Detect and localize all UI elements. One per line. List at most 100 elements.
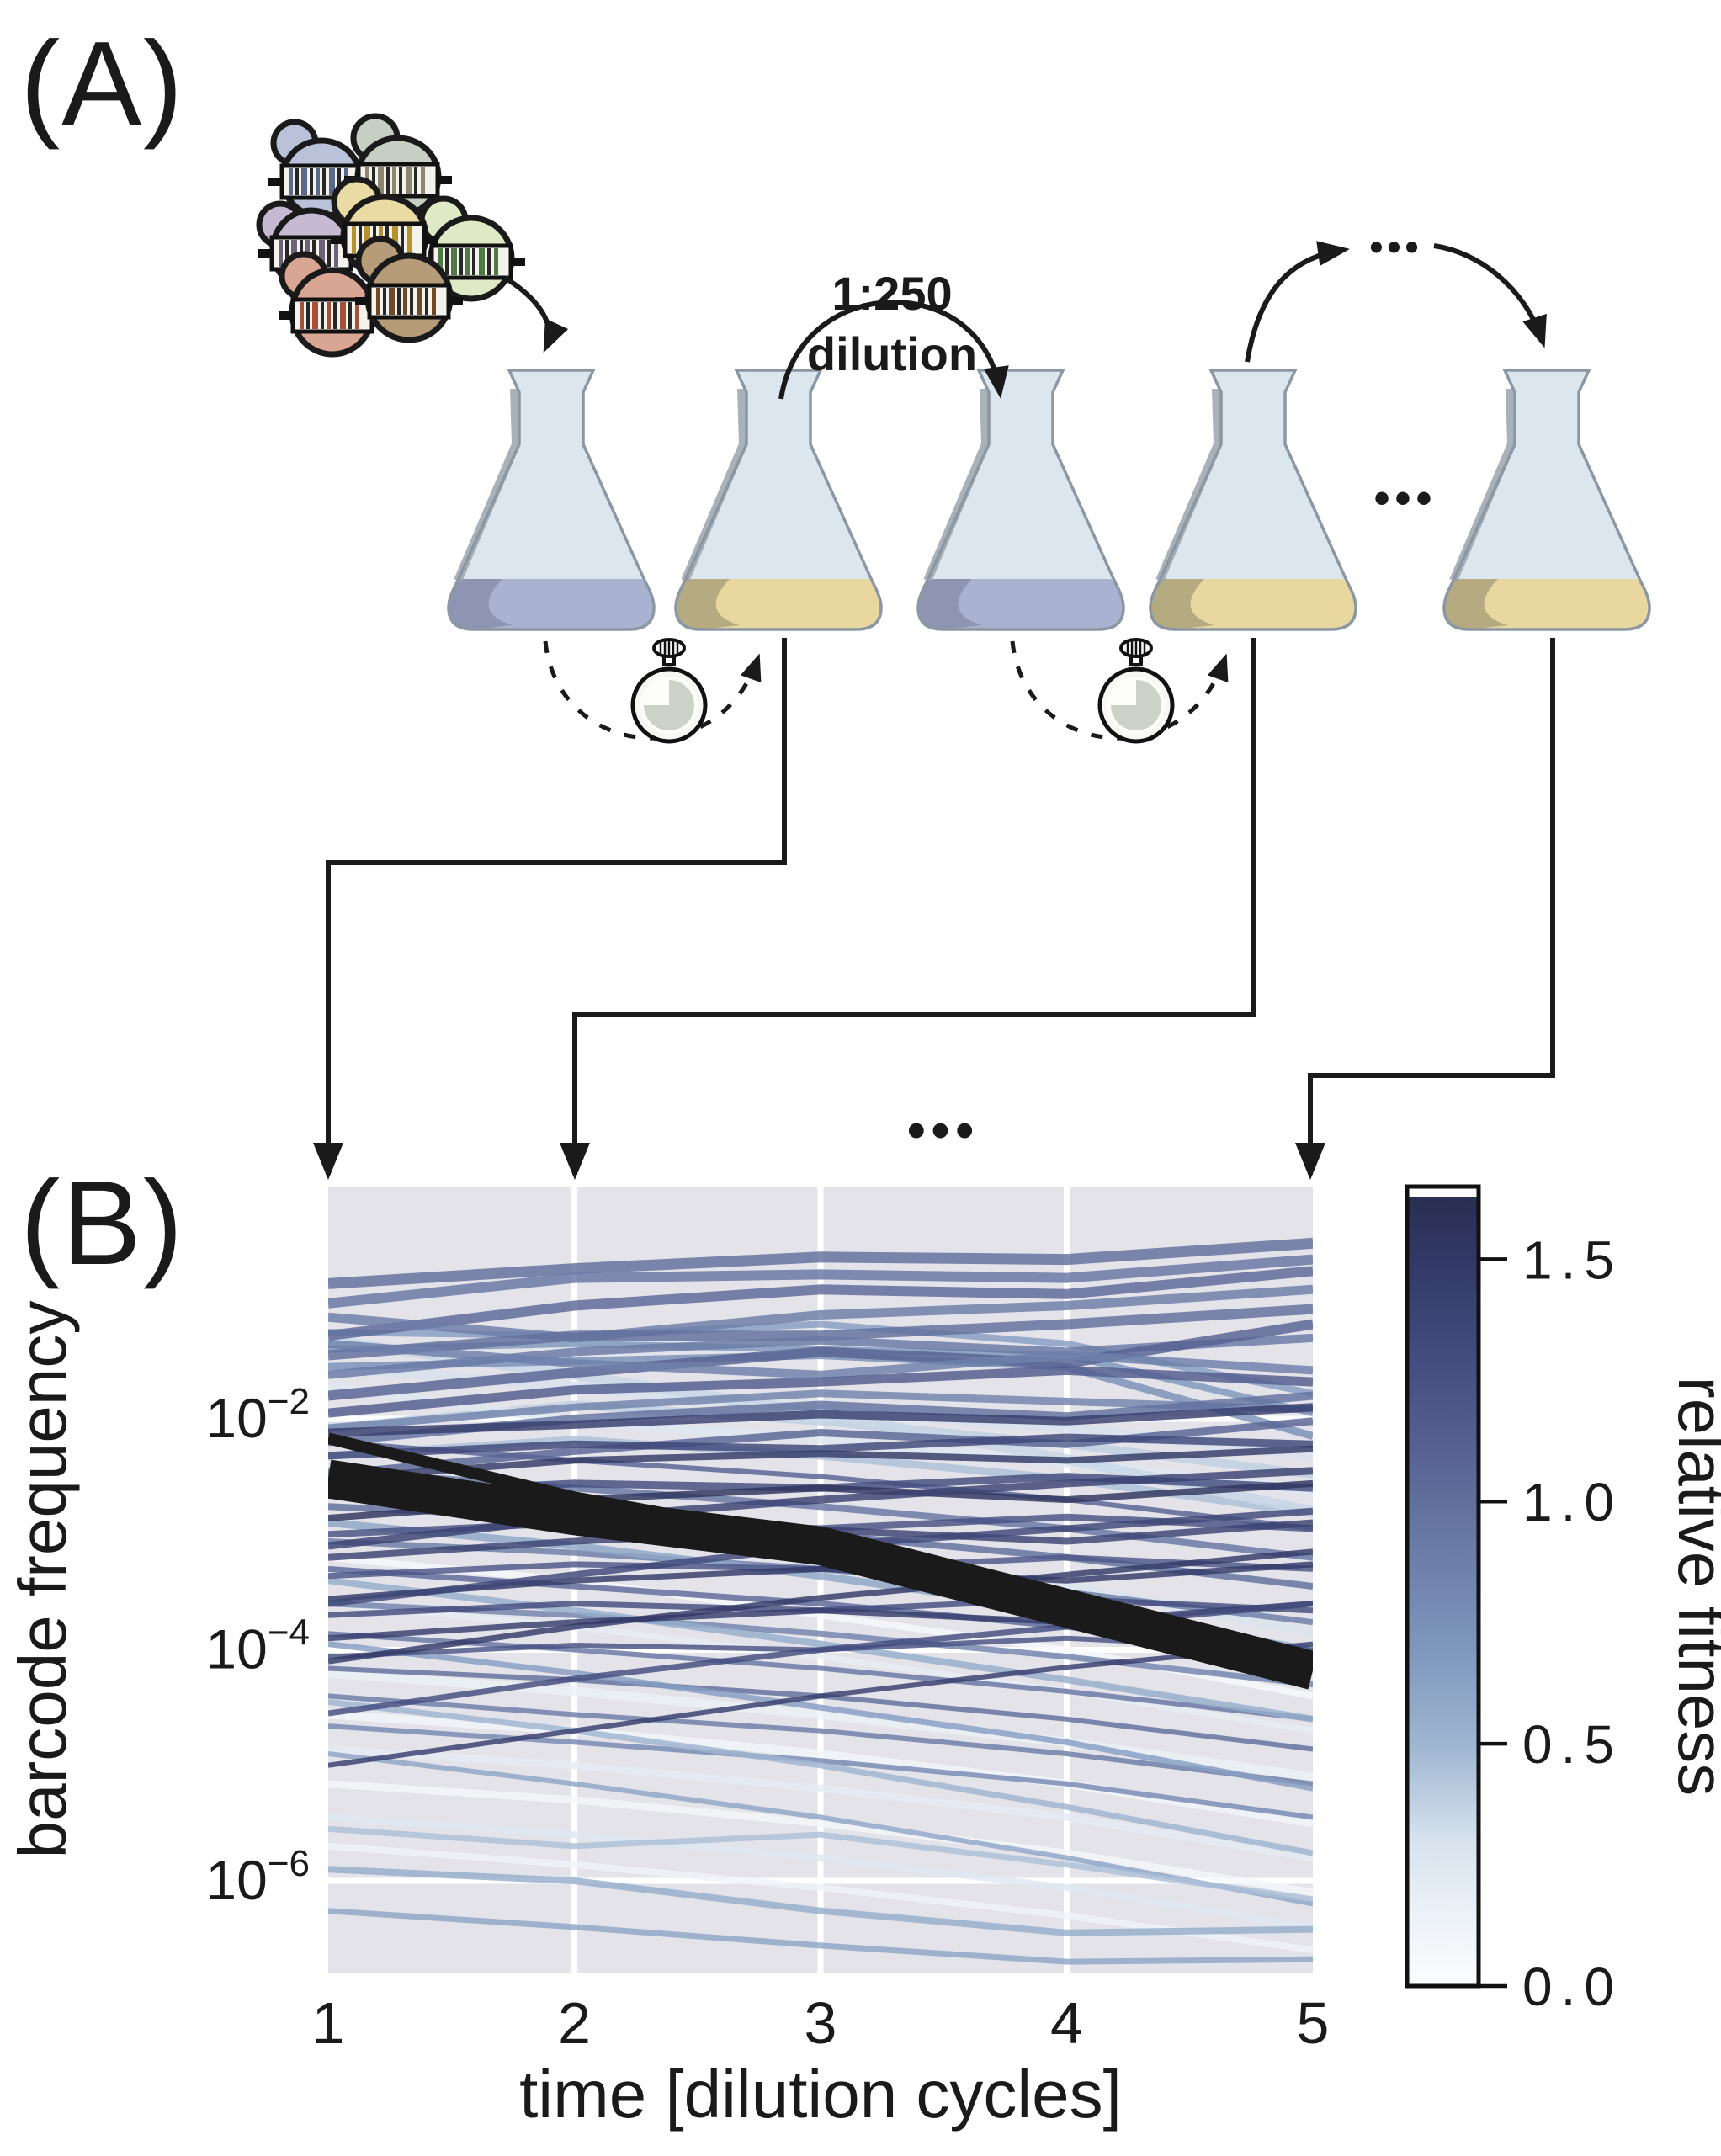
yeast-cell-cluster [256,113,525,358]
barcode-lineage-line [328,1842,1313,1954]
barcode-stripe [406,167,412,194]
colorbar-tick-label: 0.0 [1522,1957,1623,2017]
barcode-stripe [465,248,470,275]
barcode-stripe [407,226,412,253]
flask-liquid-shade [676,579,740,629]
stopwatch-icon [1097,638,1175,744]
barcode-stripe [322,168,326,195]
serial-transfer-arrow-left-icon [1245,241,1350,363]
barcode-stripe [421,167,425,194]
barcode-lineage-line [328,1908,1313,1965]
barcode-lineage-line [328,1745,1313,1862]
barcode-stripe [334,240,338,267]
barcode-stripe [312,240,316,267]
barcode-stripe [289,168,293,195]
barcode-lineage-line [328,1698,1313,1856]
barcode-stripe [306,302,310,329]
barcode-stripe [321,302,324,329]
x-tick-label: 1 [312,1990,345,2056]
barcode-stripe [300,302,304,329]
erlenmeyer-flask-3 [916,369,1125,631]
barcode-stripe [310,168,313,195]
barcode-stripe [451,248,457,275]
barcode-stripe [399,167,402,194]
barcode-stripe [285,240,289,267]
colorbar-label: relative fitness [1665,1377,1721,1797]
barcode-lineage-line [328,1403,1313,1437]
barcode-lineage-line [328,1365,1313,1418]
panel-b-label: (B) [20,1156,184,1290]
barcode-lineage-line [328,1237,1313,1289]
barcode-stripe [445,248,449,275]
sampling-line-t2-icon [560,638,1256,1180]
barcode-stripe [372,167,375,194]
panel-a-label: (A) [20,17,184,151]
serial-transfer-arrow-right-icon [1433,243,1547,348]
flask-liquid-yellow [1444,579,1649,629]
barcode-stripe [352,226,356,253]
x-tick-label: 5 [1297,1990,1330,2056]
barcode-stripe [327,240,331,267]
flask-liquid-shade [1150,579,1214,629]
barcode-lineage-line [328,1723,1313,1820]
barcode-stripe [414,167,417,194]
barcode-stripe [359,226,362,253]
barcode-frequency-plot [328,1187,1313,1973]
x-tick-label: 4 [1050,1990,1083,2056]
yeast-cell-brown [355,236,463,343]
barcode-stripe [472,248,475,275]
barcode-stripe [425,288,428,315]
barcode-stripe [337,168,341,195]
panel-a: (A) 1:250 dilution ••• ••• ••• [20,17,1651,1180]
barcode-stripe [417,288,422,315]
barcode-lineage-line [328,1866,1313,1936]
barcode-stripe [389,288,395,315]
flask-liquid-shade [1444,579,1508,629]
barcode-lineage-line [328,1319,1313,1401]
erlenmeyer-flask-1 [447,369,656,631]
barcode-stripe [378,167,384,194]
flask-highlight [811,386,879,581]
colorbar-gradient [1407,1187,1479,1986]
plot-top-ellipsis: ••• [907,1102,980,1160]
barcode-icon [355,283,463,320]
x-axis-label: time [dilution cycles] [519,2057,1122,2132]
barcode-stripe [312,302,318,329]
barcode-lineage-line [328,1780,1313,1897]
barcode-stripe [301,168,307,195]
flask-liquid-shade [449,579,513,629]
barcode-lineage-line [328,1813,1313,1930]
barcode-stripe [355,302,359,329]
flask-highlight [1054,386,1122,581]
barcode-stripe [401,226,404,253]
barcode-stripe [432,288,436,315]
dilution-ratio-label: 1:250 [831,267,952,320]
barcode-lineage-line [328,1467,1313,1550]
barcode-lineage-line [328,1668,1313,1782]
x-tick-label: 3 [805,1990,837,2056]
sampling-line-t1-icon [313,638,787,1180]
barcode-stripe [279,240,283,267]
colorbar: 1.51.00.50.0 relative fitness [1405,1184,1721,2017]
flask-glass [1444,370,1649,629]
flask-glass [449,370,654,629]
flask-row [447,369,1651,631]
barcode-stripe [333,302,337,329]
colorbar-border [1405,1184,1481,1989]
barcode-stripe [403,288,407,315]
barcode-stripe [316,168,320,195]
colorbar-tick-label: 1.0 [1522,1472,1623,1532]
flask-outline [674,369,883,631]
colorbar-ticks: 1.51.00.50.0 [1479,1229,1623,2017]
barcode-stripe [397,288,401,315]
barcode-stripe [348,302,352,329]
barcode-lineage-line [328,1548,1313,1665]
inoculation-arrow-icon [503,275,569,353]
barcode-lineage-line [328,1601,1313,1734]
flask-glass [676,370,881,629]
sampling-line-t5-icon [1295,638,1555,1180]
flask-liquid-blue [449,579,654,629]
dilution-arrow-icon [778,300,1009,400]
